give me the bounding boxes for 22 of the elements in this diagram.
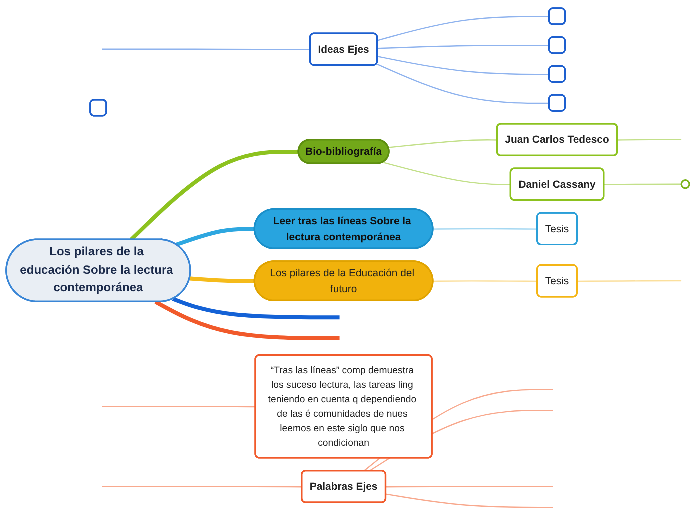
connector <box>102 486 302 488</box>
connector <box>130 150 299 242</box>
connector <box>618 139 682 141</box>
connector <box>102 48 311 50</box>
connector <box>102 406 256 408</box>
connector <box>378 45 550 50</box>
connector <box>604 184 682 186</box>
connector <box>386 486 554 488</box>
connector <box>382 162 512 186</box>
connector <box>378 56 550 76</box>
connector <box>388 140 498 148</box>
connector <box>386 494 554 508</box>
connector <box>190 276 256 284</box>
connector <box>378 16 550 42</box>
connector <box>376 64 550 104</box>
connector <box>176 227 256 247</box>
connector <box>154 300 340 340</box>
node-circle <box>680 180 690 190</box>
connector <box>433 280 538 282</box>
connector <box>433 228 538 230</box>
connector <box>172 297 340 320</box>
connector <box>578 280 682 282</box>
